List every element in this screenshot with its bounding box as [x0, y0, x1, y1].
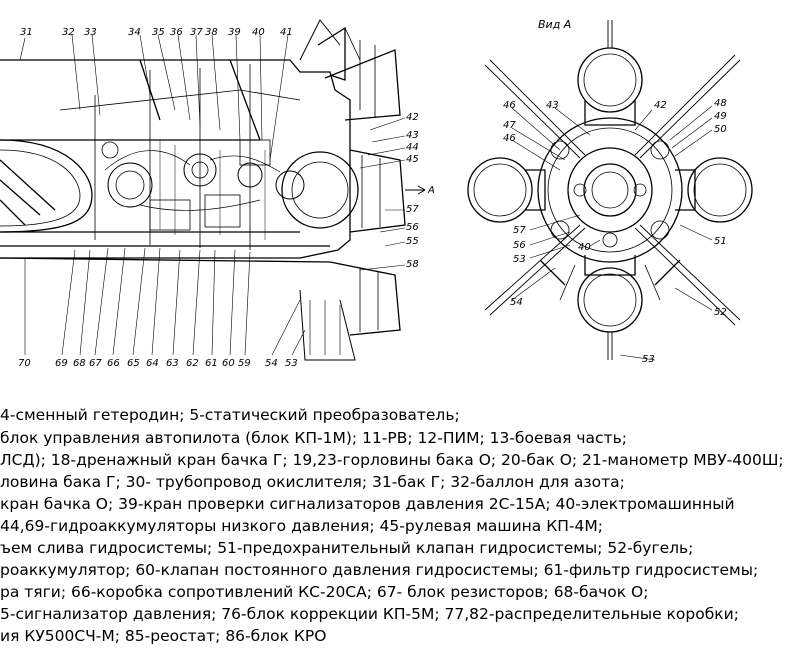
end-label: 43 [546, 100, 559, 111]
legend-line: роаккумулятор; 60-клапан постоянного дав… [0, 561, 759, 579]
arrow-a-label: А [427, 185, 435, 196]
end-label: 46 [503, 133, 516, 144]
side-label: 65 [127, 358, 140, 369]
legend-line: ъем слива гидросистемы; 51-предохранител… [0, 539, 694, 557]
side-label: 55 [406, 236, 419, 247]
legend-line: ловина бака Г; 30- трубопровод окислител… [0, 473, 625, 491]
side-label: 63 [166, 358, 179, 369]
side-label: 45 [406, 154, 419, 165]
end-label: 51 [714, 236, 727, 247]
side-label: 56 [406, 222, 419, 233]
legend-line: ра тяги; 66-коробка сопротивлений КС-20С… [0, 583, 649, 601]
side-label: 35 [152, 27, 165, 38]
side-label: 39 [228, 27, 241, 38]
side-label: 61 [205, 358, 218, 369]
end-label: 53 [642, 354, 655, 365]
side-label: 40 [252, 27, 265, 38]
technical-drawing: 31 32 33 34 35 36 37 38 39 40 41 42 43 4… [0, 18, 753, 369]
end-label: 50 [714, 124, 727, 135]
side-label: 44 [406, 142, 419, 153]
end-label: 46 [503, 100, 516, 111]
end-label: 52 [714, 307, 727, 318]
end-view-a [467, 20, 753, 361]
legend-line: 4-сменный гетеродин; 5-статический преоб… [0, 406, 460, 424]
legend: 4-сменный гетеродин; 5-статический преоб… [0, 400, 800, 650]
end-label: 53 [513, 254, 526, 265]
side-label: 38 [205, 27, 218, 38]
end-label: 42 [654, 100, 667, 111]
side-label: 41 [280, 27, 293, 38]
view-title: Вид А [538, 18, 571, 31]
side-label: 68 [73, 358, 86, 369]
side-label: 66 [107, 358, 120, 369]
side-label: 70 [18, 358, 31, 369]
side-label: 32 [62, 27, 75, 38]
legend-line: ЛСД); 18-дренажный кран бачка Г; 19,23-г… [0, 451, 784, 469]
side-label: 54 [265, 358, 278, 369]
side-label: 36 [170, 27, 183, 38]
legend-line: ия КУ500СЧ-М; 85-реостат; 86-блок КРО [0, 627, 327, 645]
side-label: 62 [186, 358, 199, 369]
side-label: 58 [406, 259, 419, 270]
legend-line: 5-сигнализатор давления; 76-блок коррекц… [0, 605, 739, 623]
side-label: 67 [89, 358, 102, 369]
side-label: 31 [20, 27, 33, 38]
side-label: 37 [190, 27, 203, 38]
side-label: 59 [238, 358, 251, 369]
side-label: 33 [84, 27, 97, 38]
end-label: 49 [714, 111, 727, 122]
side-view [0, 19, 426, 361]
side-label: 43 [406, 130, 419, 141]
side-label: 69 [55, 358, 68, 369]
side-label: 64 [146, 358, 159, 369]
side-label: 53 [285, 358, 298, 369]
side-label: 57 [406, 204, 419, 215]
end-label: 54 [510, 297, 523, 308]
side-label: 42 [406, 112, 419, 123]
end-label: 40 [578, 242, 591, 253]
side-label: 60 [222, 358, 235, 369]
end-label: 48 [714, 98, 727, 109]
side-label: 34 [128, 27, 141, 38]
legend-line: 44,69-гидроаккумуляторы низкого давления… [0, 517, 603, 535]
end-label: 57 [513, 225, 526, 236]
legend-line: блок управления автопилота (блок КП-1М);… [0, 429, 627, 447]
end-label: 56 [513, 240, 526, 251]
legend-line: кран бачка О; 39-кран проверки сигнализа… [0, 495, 735, 513]
end-label: 47 [503, 120, 516, 131]
